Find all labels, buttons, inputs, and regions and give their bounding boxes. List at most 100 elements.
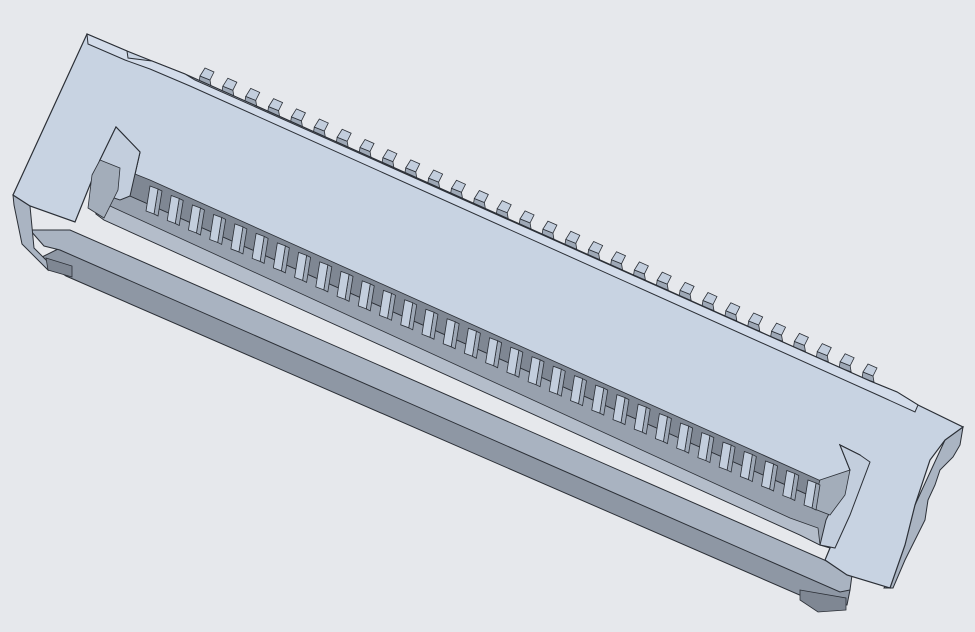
front-contact (485, 337, 503, 369)
back-pin-top (313, 118, 329, 132)
back-pin (792, 332, 809, 352)
front-contact (400, 299, 418, 331)
front-contact-blade (400, 299, 414, 329)
slot-front-lip (95, 205, 821, 546)
back-pin-top (496, 200, 512, 214)
front-contact (379, 289, 396, 321)
back-pin-top (450, 179, 467, 193)
front-contact (506, 346, 524, 378)
front-contact (442, 318, 460, 350)
back-pin (518, 210, 535, 230)
front-contact-blade (612, 394, 626, 424)
front-contact (739, 451, 757, 483)
front-contact-row (145, 185, 821, 511)
back-pin-top (702, 292, 718, 306)
left-mount-foot (45, 257, 73, 278)
front-contact-blade (145, 185, 159, 215)
right-mount-foot (799, 589, 847, 613)
back-pin-top (862, 363, 878, 377)
front-contact-blade (336, 270, 350, 300)
front-contact-blade (761, 460, 774, 490)
front-contact-blade (442, 318, 456, 348)
back-pin-top (542, 220, 558, 234)
front-contact-blade (548, 365, 562, 395)
front-contact-blade (251, 232, 265, 262)
back-pin-top (770, 322, 787, 336)
left-latch-inner (87, 159, 121, 219)
front-contact-blade (272, 242, 286, 272)
connector-body (12, 33, 965, 613)
front-contact-blade (463, 327, 477, 357)
back-pin (610, 251, 627, 271)
front-contact (718, 441, 736, 473)
back-pin-top (359, 138, 375, 152)
back-pin-top (816, 343, 832, 357)
front-contact (209, 213, 227, 246)
front-contact (527, 356, 545, 388)
front-contact-blade (230, 223, 244, 253)
front-contact (782, 469, 800, 502)
front-contact-blade (188, 204, 201, 234)
back-pin-top (725, 302, 741, 316)
back-pin (632, 261, 649, 281)
back-pin-top (428, 169, 444, 183)
back-pin-top (748, 312, 764, 326)
front-contact-blade (803, 479, 817, 509)
front-contact (612, 394, 630, 426)
back-pin-top (610, 251, 627, 265)
front-contact (230, 223, 248, 255)
back-pin-top (336, 128, 352, 142)
back-pin (267, 98, 284, 118)
front-contact (633, 403, 651, 435)
back-pin (838, 353, 855, 373)
front-contact-blade (315, 261, 329, 291)
front-contact-blade (591, 384, 605, 414)
back-pin-top (588, 241, 604, 255)
back-pin-top (565, 230, 581, 244)
back-pin-top (793, 332, 809, 346)
back-pin (861, 363, 878, 383)
back-pin-top (245, 87, 261, 101)
back-pin (358, 138, 375, 159)
back-pin-top (679, 281, 695, 295)
back-rail (86, 33, 919, 413)
front-contact-blade (357, 280, 371, 310)
front-contact-blade (697, 432, 711, 462)
back-pin-row (198, 67, 878, 383)
back-pin (404, 159, 421, 179)
back-pin-top (633, 261, 649, 275)
front-contact (315, 261, 333, 293)
front-contact (336, 270, 354, 302)
back-pin-top (519, 210, 535, 224)
front-contact (188, 204, 205, 236)
front-contact (145, 185, 163, 217)
front-contact-blade (676, 422, 690, 452)
body-front-face (28, 229, 853, 593)
front-contact-blade (166, 194, 180, 225)
front-contact (421, 308, 439, 340)
back-pin (815, 343, 832, 363)
back-pin-top (267, 98, 284, 112)
front-contact-blade (209, 213, 223, 243)
back-pin-top (473, 189, 489, 203)
back-pin (747, 312, 764, 332)
front-contact-blade (294, 251, 308, 281)
front-contact (761, 460, 778, 492)
front-contact (272, 242, 290, 274)
back-pin-top (839, 353, 855, 367)
front-contact (676, 422, 694, 454)
back-pin-top (222, 77, 238, 91)
back-pin-top (656, 271, 672, 285)
back-pin (678, 281, 695, 301)
front-contact (697, 432, 715, 464)
front-contact (294, 251, 312, 283)
front-contact (463, 327, 481, 359)
back-pin (701, 292, 718, 312)
front-contact (803, 479, 821, 511)
front-contact (548, 365, 566, 397)
back-pin (381, 149, 398, 169)
back-pin-top (199, 67, 215, 81)
front-contact (357, 280, 375, 312)
